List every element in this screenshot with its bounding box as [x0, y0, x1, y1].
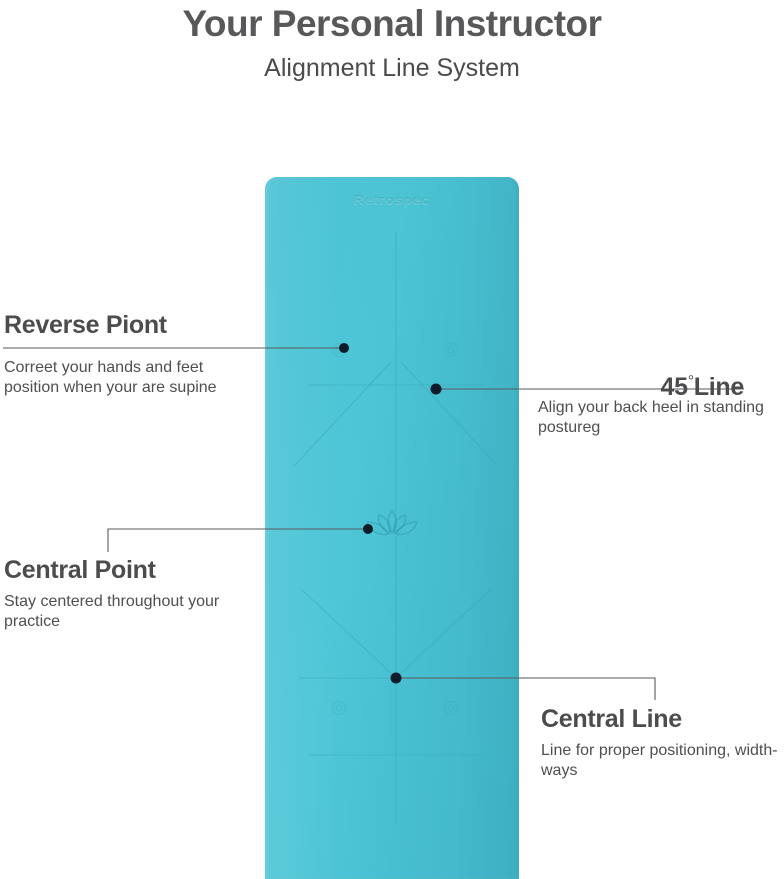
callout-body-central-line: Line for proper positioning, width-ways [541, 742, 778, 779]
page-subtitle: Alignment Line System [264, 54, 520, 82]
page-title: Your Personal Instructor [182, 3, 602, 44]
lower-right-45-line [398, 588, 492, 676]
yoga-mat-surface: Retrospec [265, 177, 519, 879]
upper-left-45-line [294, 361, 392, 466]
lower-left-45-line [300, 588, 394, 676]
circle-markers [332, 343, 458, 715]
lotus-icon [366, 510, 418, 536]
callout-body-45-line: Align your back heel in standing posture… [538, 399, 764, 436]
alignment-lines-graphic [265, 177, 519, 879]
callout-title-central-point: Central Point [4, 556, 156, 584]
callout-body-central-point: Stay centered throughout your practice [4, 593, 220, 630]
circle-marker-upper-right [444, 343, 458, 357]
callout-title-45-line: 45°Line [660, 367, 744, 402]
callout-45-number: 45 [660, 373, 688, 401]
callout-title-reverse-point: Reverse Piont [4, 311, 167, 339]
header: Your Personal Instructor Alignment Line … [0, 0, 784, 83]
yoga-mat-image: Retrospec [265, 177, 519, 879]
callout-45-word: Line [693, 373, 745, 401]
degree-symbol-icon: ° [687, 373, 694, 390]
callout-body-reverse-point: Correet your hands and feet position whe… [4, 359, 217, 396]
upper-right-45-line [400, 361, 498, 466]
callout-title-central-line: Central Line [541, 705, 682, 733]
mat-brand-logo: Retrospec [353, 192, 431, 207]
circle-marker-lower-right [444, 701, 458, 715]
circle-marker-lower-left [332, 701, 346, 715]
